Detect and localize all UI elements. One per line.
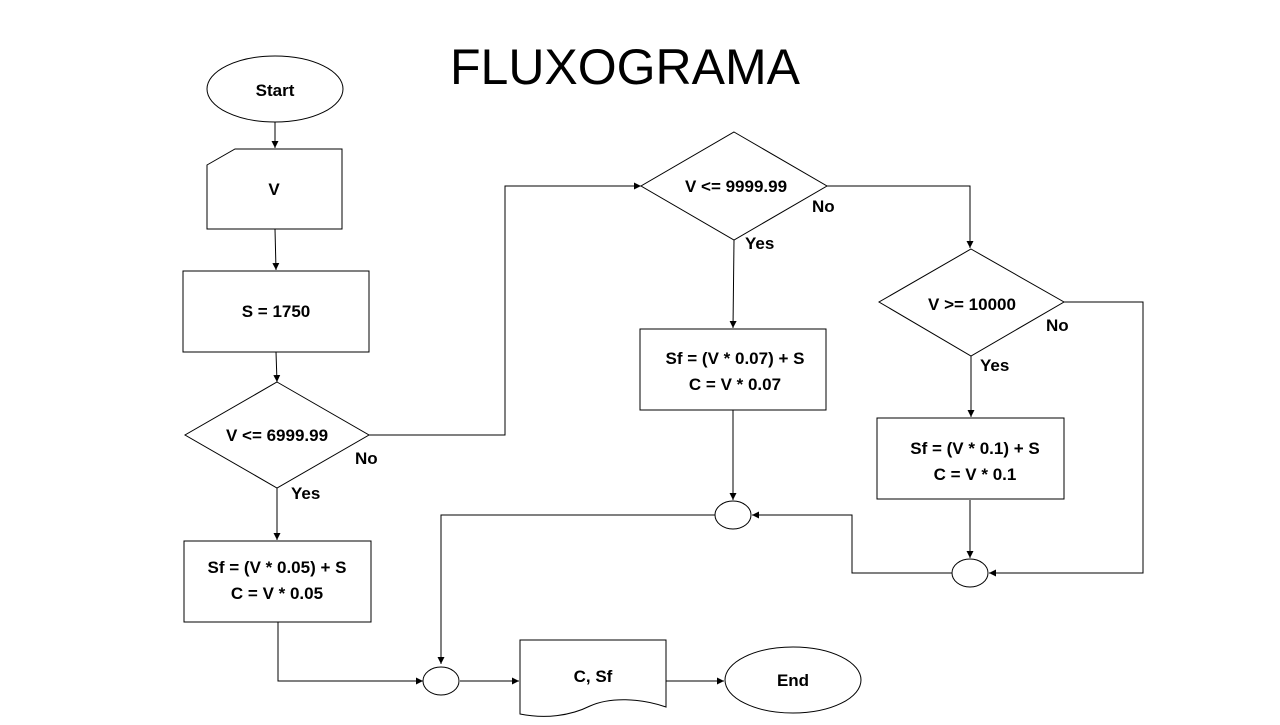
connector-decision2-yes [729,239,737,329]
decision3-label: V >= 10000 [928,295,1016,314]
process2-line1: Sf = (V * 0.07) + S [666,349,805,368]
decision2-node: V <= 9999.99 [640,131,828,241]
process3-node: Sf = (V * 0.1) + S C = V * 0.1 [876,417,1065,500]
process1-line1: Sf = (V * 0.05) + S [208,558,347,577]
process2-node: Sf = (V * 0.07) + S C = V * 0.07 [639,328,827,411]
decision1-node: V <= 6999.99 [183,381,371,489]
decision2-label: V <= 9999.99 [685,177,787,196]
connector-decision2-no [827,185,974,248]
decision2-yes-label: Yes [745,234,774,253]
input-v-node: V [206,148,343,230]
decision1-yes-label: Yes [291,484,320,503]
connector-decision3-no [989,301,1144,577]
connector-decision1-no [369,182,641,436]
decision3-no-label: No [1046,316,1069,335]
connector-merge3-to-merge2 [752,511,952,574]
process2-line2: C = V * 0.07 [689,375,781,394]
start-terminator: Start [206,55,344,123]
output-document-node: C, Sf [519,639,667,717]
decision2-no-label: No [812,197,835,216]
connector-process1-to-merge [277,622,423,685]
decision1-label: V <= 6999.99 [226,426,328,445]
decision3-yes-label: Yes [980,356,1009,375]
connector-merge2-to-merge1 [437,514,715,664]
assign-s-label: S = 1750 [242,302,311,321]
connector-assign-to-decision1 [273,351,281,383]
connector-input-to-assign [272,228,280,271]
process1-node: Sf = (V * 0.05) + S C = V * 0.05 [183,540,372,623]
decision3-node: V >= 10000 [878,248,1066,357]
start-label: Start [256,81,295,100]
merge-connector-right [951,558,989,588]
process3-line1: Sf = (V * 0.1) + S [910,439,1039,458]
diagram-title: FLUXOGRAMA [450,39,801,95]
merge-connector-middle [714,500,752,530]
process3-line2: C = V * 0.1 [934,465,1017,484]
assign-s-node: S = 1750 [182,270,370,353]
output-label: C, Sf [574,667,613,686]
end-terminator: End [724,646,862,714]
end-label: End [777,671,809,690]
process1-line2: C = V * 0.05 [231,584,323,603]
decision1-no-label: No [355,449,378,468]
input-v-label: V [268,180,280,199]
merge-connector-bottom [422,666,460,696]
